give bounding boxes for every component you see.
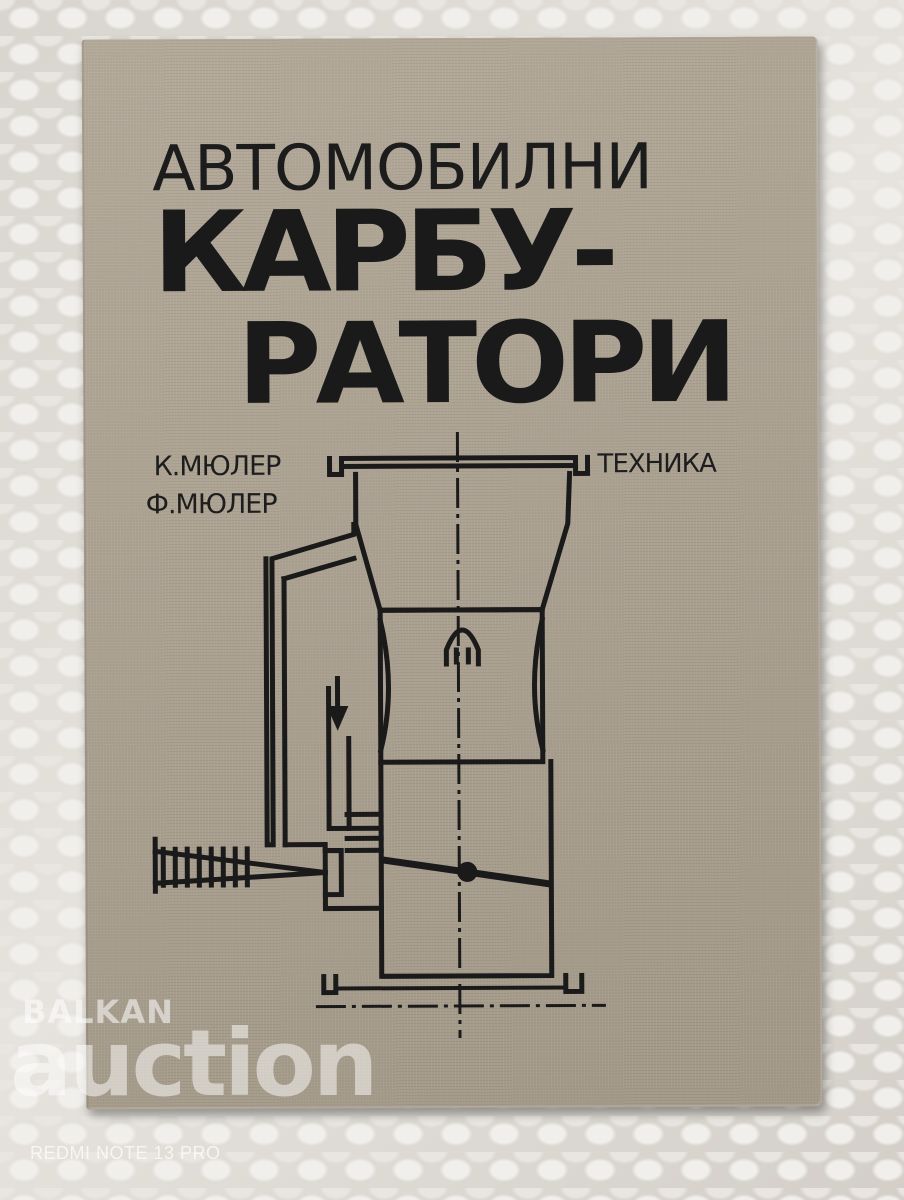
watermark-big: auction <box>10 1010 378 1117</box>
carburetor-diagram <box>152 431 606 1038</box>
watermark-small: BALKAN <box>22 993 174 1031</box>
book-cover: АВТОМОБИЛНИ КАРБУ- РАТОРИ К.МЮЛЕР Ф.МЮЛЕ… <box>81 36 823 1110</box>
camera-device-tag: REDMI NOTE 13 PRO <box>30 1143 221 1163</box>
